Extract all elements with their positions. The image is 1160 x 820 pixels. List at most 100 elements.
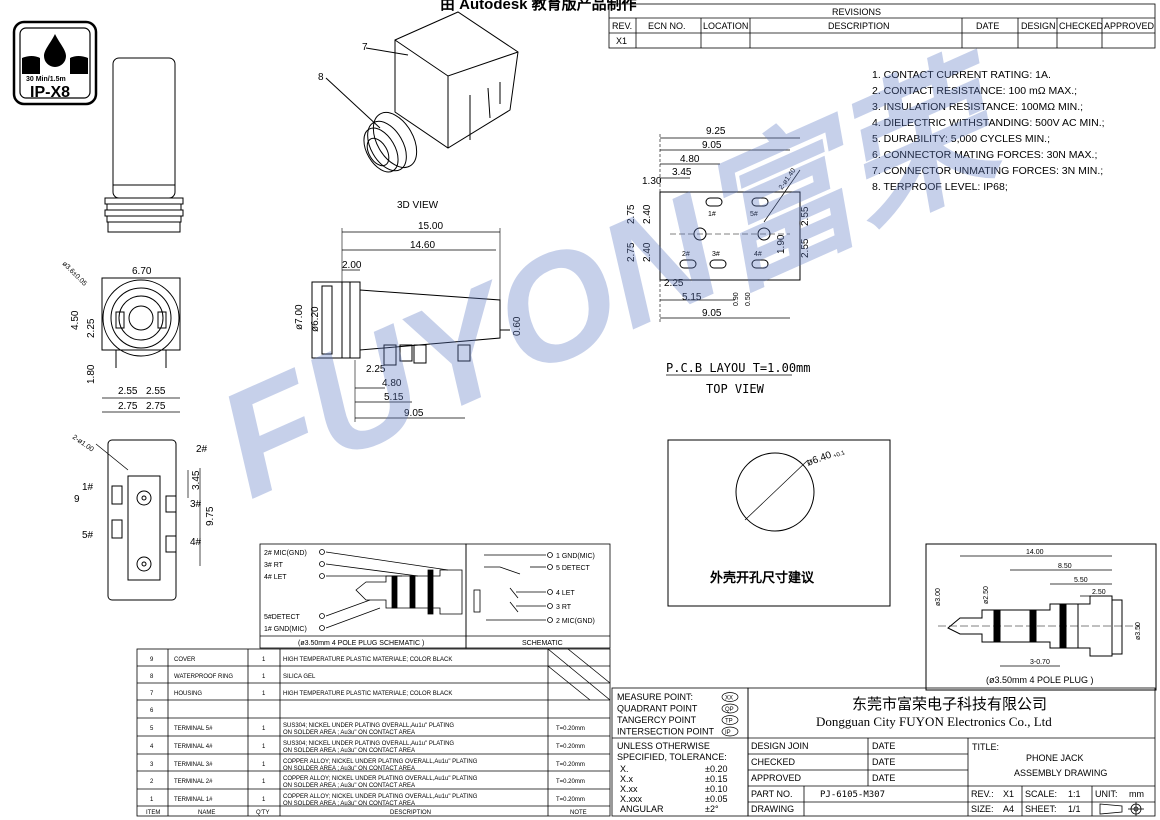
tolerance-value: ±0.10: [705, 784, 727, 794]
bom-item: 4: [150, 744, 154, 750]
callout-7: 7: [362, 42, 368, 53]
front-dim-2-55-right: 2.55: [146, 386, 166, 397]
pcb-dim-2-40-b: 2.40: [642, 242, 653, 262]
bottom-pin-3: 3#: [190, 499, 202, 510]
plug-schematic: [259, 543, 467, 649]
bom-item: 6: [150, 708, 154, 714]
unit-label: UNIT:: [1095, 789, 1118, 799]
part-no-value: PJ-6105-M307: [820, 790, 885, 800]
front-dim-2-75-right: 2.75: [146, 401, 166, 412]
sheet-value: 1/1: [1068, 804, 1081, 814]
bom-desc: ON SOLDER AREA ; Au3u" ON CONTACT AREA: [283, 801, 415, 807]
front-dim-2-25: 2.25: [86, 318, 97, 338]
measure-point-label: QUADRANT POINT: [617, 704, 698, 714]
pcb-layout-title: P.C.B LAYOU T=1.00mm: [666, 361, 811, 375]
cutout-diameter: ø6.40: [805, 450, 833, 469]
bottom-callout-9: 9: [74, 494, 80, 505]
measure-point-symbol: TP: [725, 719, 733, 725]
bottom-dim-3-45: 3.45: [191, 470, 202, 490]
design-label: DESIGN JOIN: [751, 741, 809, 751]
company-watermark: FUYON富荣: [195, 31, 1038, 529]
specification-list: 1. CONTACT CURRENT RATING: 1A. 2. CONTAC…: [872, 69, 1105, 193]
rev-header: LOCATION: [703, 21, 748, 31]
spec-line: 1. CONTACT CURRENT RATING: 1A.: [872, 69, 1051, 81]
rev-row-value: X1: [616, 36, 627, 46]
pcb-dim-1-90: 1.90: [776, 234, 787, 254]
bom-name: TERMINAL 4#: [174, 744, 213, 750]
tolerance-head: SPECIFIED, TOLERANCE:: [617, 752, 727, 762]
drawing-title-2: ASSEMBLY DRAWING: [1014, 768, 1107, 778]
spec-line: 8. TERPROOF LEVEL: IP68;: [872, 181, 1008, 193]
bom-header: NOTE: [570, 810, 587, 816]
measure-point-label: TANGERCY POINT: [617, 715, 697, 725]
projection-symbol-icon: [1099, 802, 1144, 816]
plug-dim-8-5: 8.50: [1058, 563, 1072, 570]
side-dim-4-80: 4.80: [382, 378, 402, 389]
jack-schematic: [465, 543, 611, 649]
bom-name: COVER: [174, 657, 196, 663]
schem-plug-caption: (ø3.50mm 4 POLE PLUG SCHEMATIC ): [298, 640, 424, 647]
rev-header: REV.: [612, 21, 632, 31]
bom-note: T=0.20mm: [556, 744, 585, 750]
bom-header: Q'TY: [256, 810, 269, 816]
front-dim-6-70: 6.70: [132, 266, 152, 277]
view-3d-label: 3D VIEW: [397, 200, 439, 211]
bottom-dim-9-75: 9.75: [205, 506, 216, 526]
side-dim-2-25: 2.25: [366, 364, 386, 375]
schem-pin: 3 RT: [556, 604, 572, 611]
rev-header: DATE: [976, 21, 999, 31]
bom-name: TERMINAL 1#: [174, 797, 213, 803]
revisions-table: [608, 3, 1156, 49]
bottom-dim-2-dia-1: 2-ø1.00: [71, 434, 95, 454]
bottom-pin-4: 4#: [190, 537, 202, 548]
bom-item: 1: [150, 797, 154, 803]
side-dim-14-60: 14.60: [410, 240, 435, 251]
checked-date-label: DATE: [872, 757, 895, 767]
bom-desc: COPPER ALLOY; NICKEL UNDER PLATING OVERA…: [283, 776, 478, 782]
pcb-dim-2-40-a: 2.40: [642, 204, 653, 224]
bom-desc: ON SOLDER AREA ; Au3u" ON CONTACT AREA: [283, 783, 415, 789]
bom-desc: ON SOLDER AREA ; Au3u" ON CONTACT AREA: [283, 748, 415, 754]
size-value: A4: [1003, 804, 1014, 814]
rev-header: DESCRIPTION: [828, 21, 890, 31]
measure-point-symbol-icon: [721, 715, 739, 725]
pcb-dim-2-55-b: 2.55: [800, 238, 811, 258]
bom-item: 3: [150, 762, 154, 768]
bom-qty: 1: [262, 797, 266, 803]
title-label: TITLE:: [972, 742, 999, 752]
pcb-dim-3-45: 3.45: [672, 167, 692, 178]
bom-note: T=0.20mm: [556, 797, 585, 803]
measure-point-symbol: IP: [725, 730, 731, 736]
bom-qty: 1: [262, 657, 266, 663]
pcb-dim-0-90: 0.90: [733, 292, 740, 306]
ip-badge-label: IP-X8: [30, 84, 70, 101]
side-dim-dia-6-2: ø6.20: [310, 306, 321, 332]
scale-value: 1:1: [1068, 789, 1081, 799]
sheet-label: SHEET:: [1025, 804, 1057, 814]
bottom-pin-1: 1#: [82, 482, 94, 493]
pcb-pin-4: 4#: [754, 251, 762, 258]
pcb-dim-0-50: 0.50: [745, 292, 752, 306]
spec-line: 4. DIELECTRIC WITHSTANDING: 500V AC MIN.…: [872, 117, 1105, 129]
pcb-pin-2: 2#: [682, 251, 690, 258]
company-name-cn: 东莞市富荣电子科技有限公司: [852, 695, 1047, 713]
pcb-dim-1-30: 1.30: [642, 176, 662, 187]
unit-value: mm: [1129, 789, 1144, 799]
bom-qty: 1: [262, 744, 266, 750]
schem-plug-label: 3# RT: [264, 562, 284, 569]
side-elevation-view: [311, 228, 510, 422]
side-dim-2-00: 2.00: [342, 260, 362, 271]
side-profile-view: [104, 57, 184, 233]
bom-desc: COPPER ALLOY; NICKEL UNDER PLATING OVERA…: [283, 759, 478, 765]
measure-point-symbol: QP: [725, 707, 734, 713]
bom-name: TERMINAL 3#: [174, 762, 213, 768]
ip-badge: 30 Min/1.5m IP-X8: [12, 20, 98, 106]
pcb-dim-9-05-bottom: 9.05: [702, 308, 722, 319]
measure-point-symbol-icon: [721, 726, 739, 737]
schem-plug-label: 4# LET: [264, 574, 287, 581]
tolerance-value: ±0.20: [705, 764, 727, 774]
pcb-pin-5: 5#: [750, 211, 758, 218]
spec-line: 5. DURABILITY: 5,000 CYCLES MIN.;: [872, 133, 1050, 145]
